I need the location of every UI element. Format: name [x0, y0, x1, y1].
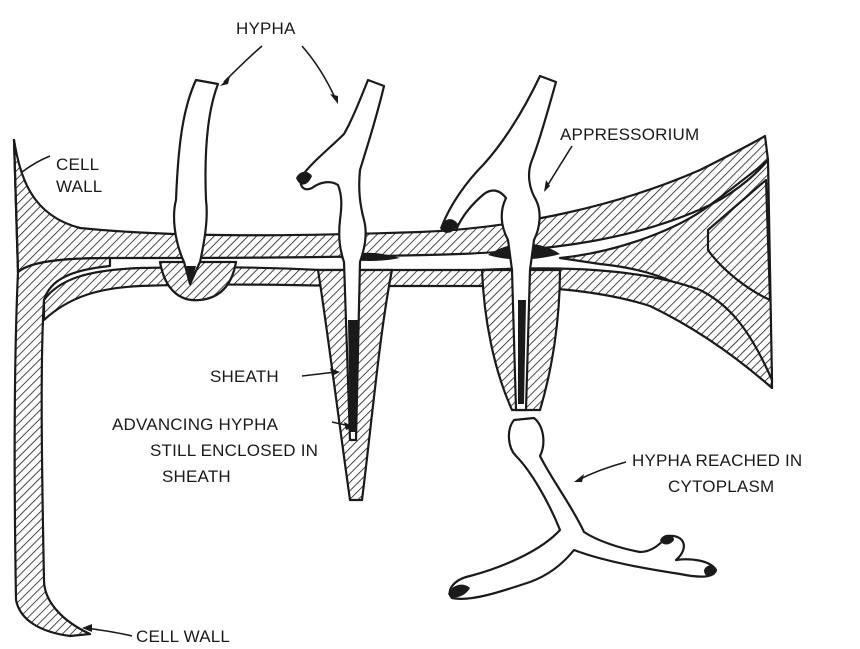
arrow-appressorium [544, 146, 572, 192]
label-advancing-line1: ADVANCING HYPHA [112, 415, 279, 434]
arrow-hypha-left [220, 46, 262, 86]
label-appressorium: APPRESSORIUM [560, 125, 699, 144]
label-cytoplasm-line1: HYPHA REACHED IN [632, 451, 802, 470]
lower-wall-band [44, 267, 772, 388]
label-cell-wall-bottom: CELL WALL [136, 627, 230, 646]
label-advancing-line2: STILL ENCLOSED IN [150, 441, 318, 460]
arrow-cell-wall-top [22, 156, 50, 172]
label-cytoplasm-line2: CYTOPLASM [668, 477, 774, 496]
arrow-cytoplasm [574, 462, 626, 482]
label-advancing-line3: SHEATH [162, 467, 231, 486]
label-cell-wall-line1: CELL [56, 155, 99, 174]
cytoplasmic-hypha [450, 418, 716, 599]
label-cell-wall-line2: WALL [56, 177, 102, 196]
label-sheath: SHEATH [210, 367, 279, 386]
arrow-hypha-middle [302, 46, 338, 104]
label-hypha: HYPHA [236, 19, 296, 38]
